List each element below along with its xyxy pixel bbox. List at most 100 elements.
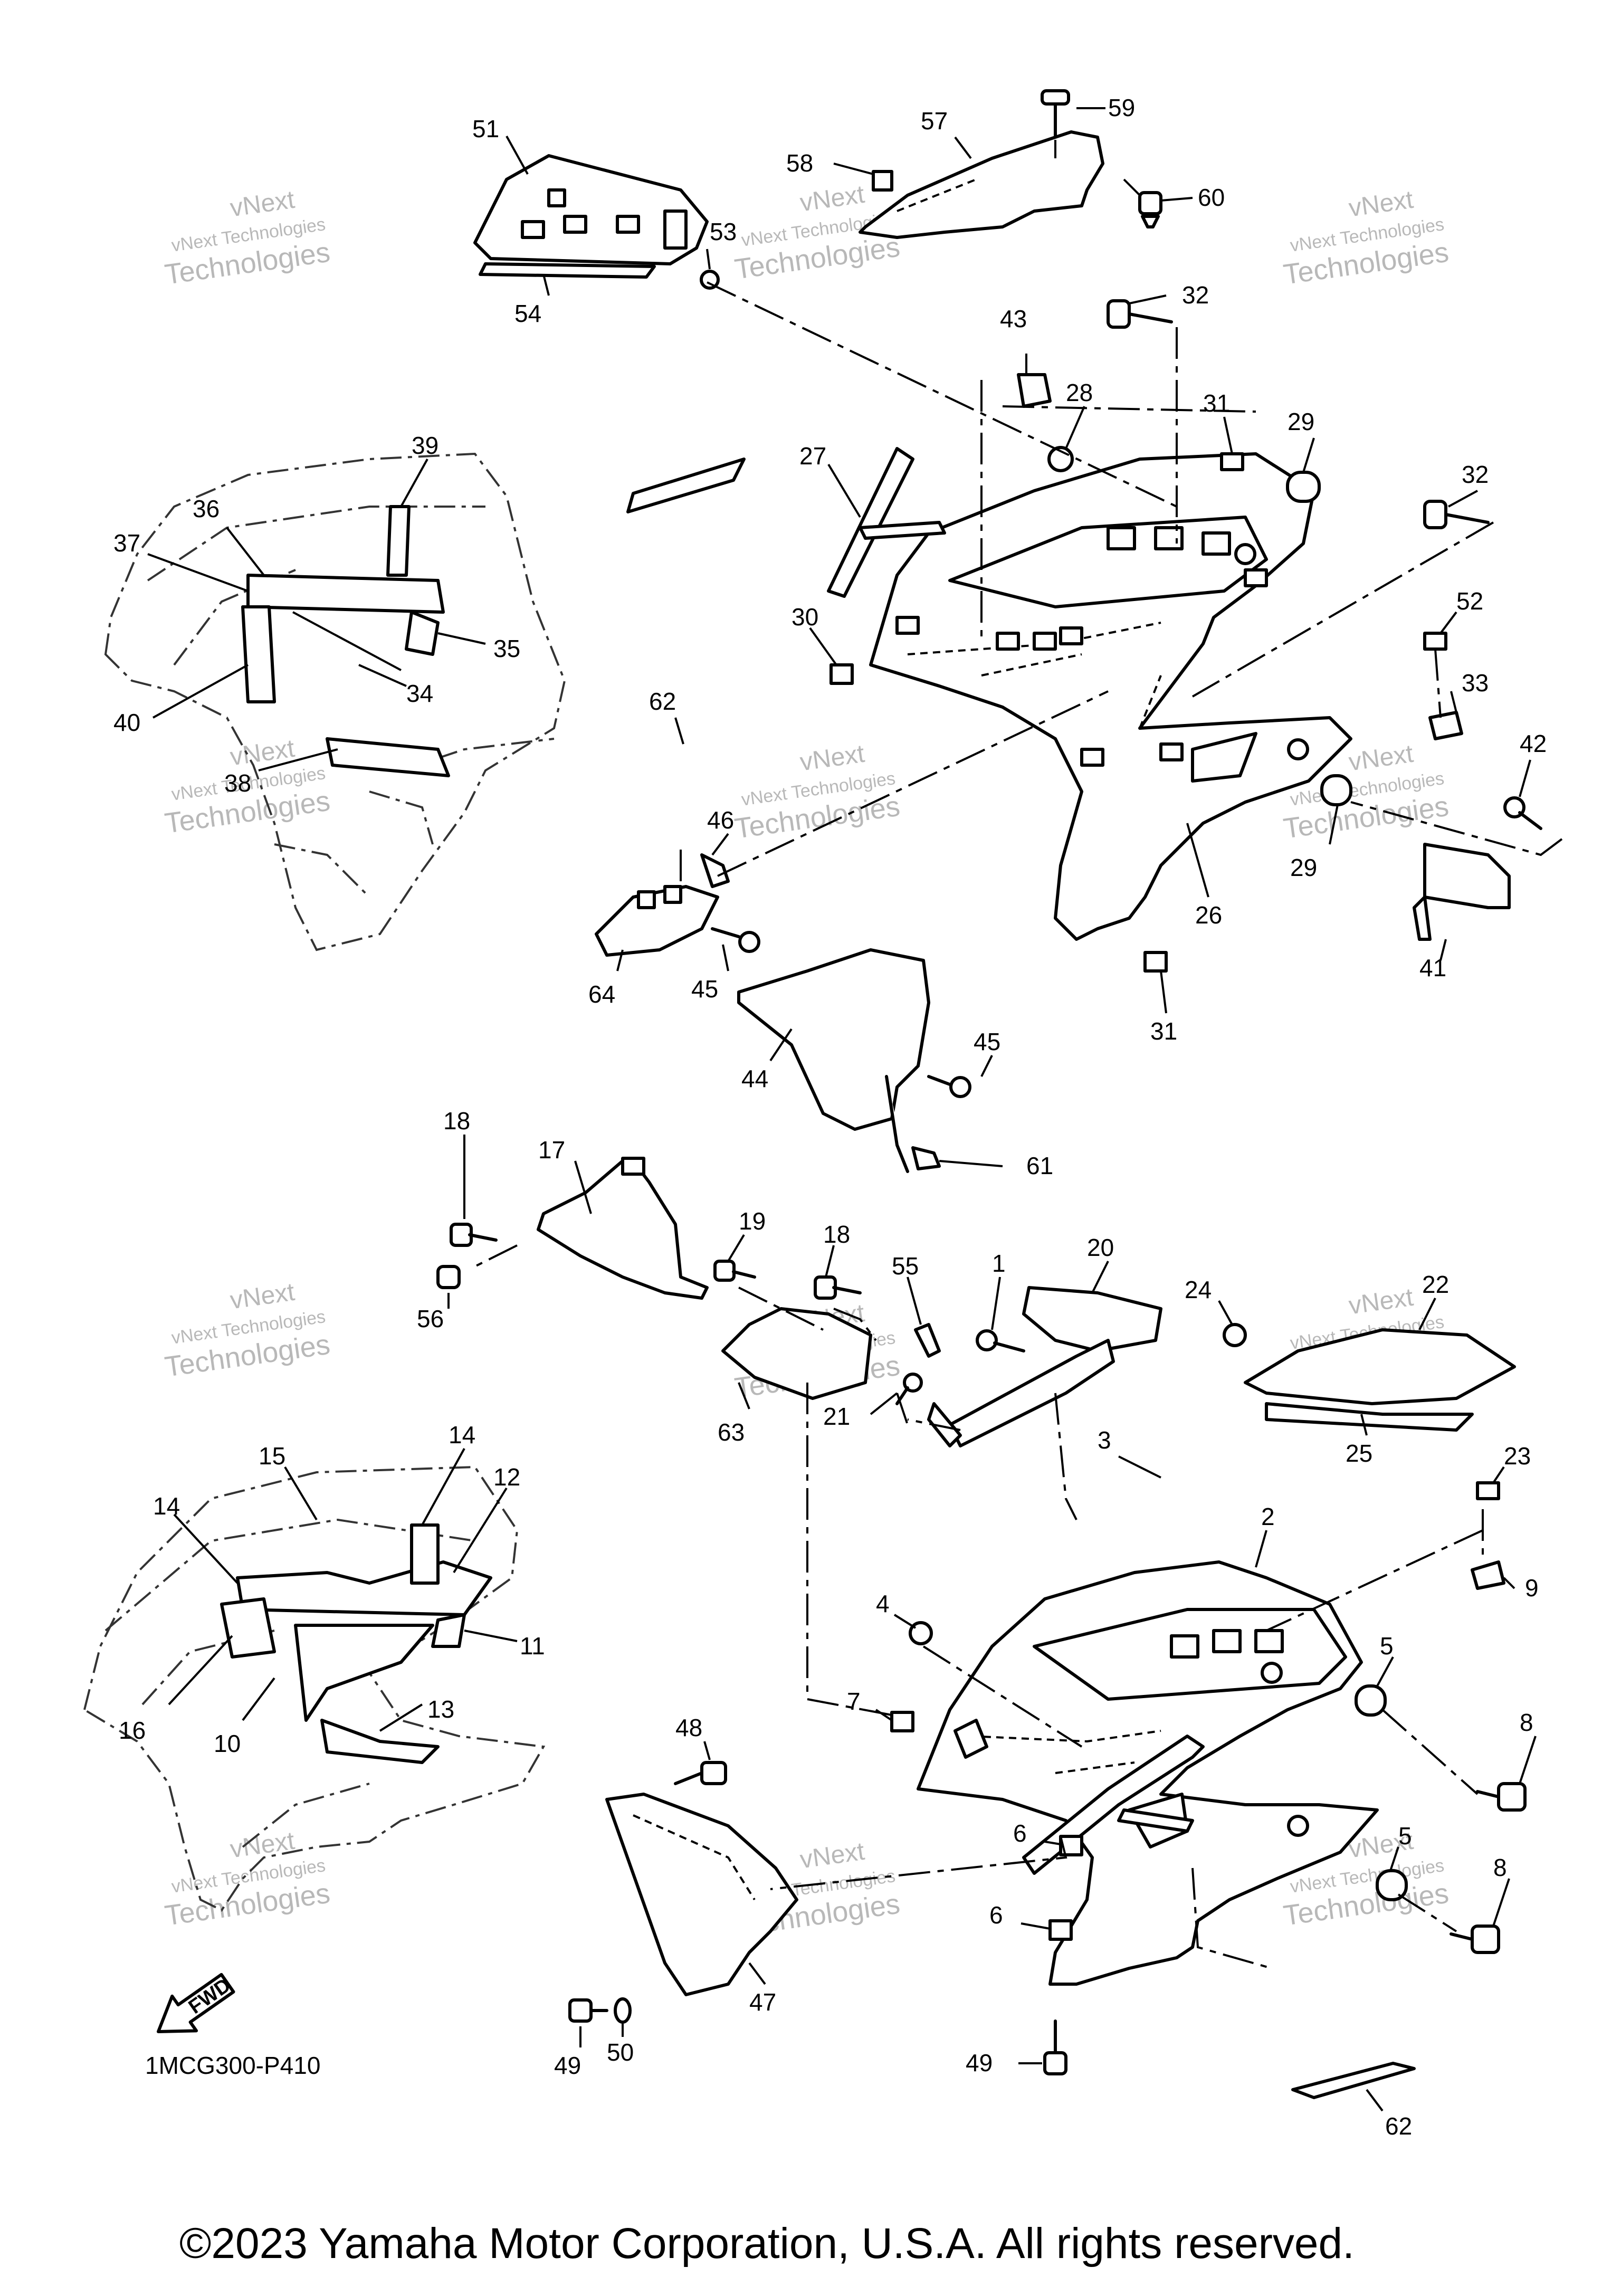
screw-46	[700, 853, 730, 888]
callout-29-bottom: 29	[1290, 854, 1317, 881]
callout-5-top: 5	[1380, 1632, 1394, 1660]
callout-35: 35	[493, 635, 520, 662]
fastener-33	[1428, 711, 1463, 740]
callout-11: 11	[520, 1632, 545, 1660]
callout-32-top: 32	[1182, 281, 1209, 309]
callouts: 51 53 54 57 58 59 60 32 43 28 31 29 32 2…	[113, 94, 1547, 2140]
callout-18-left: 18	[443, 1107, 470, 1135]
callout-40: 40	[113, 709, 140, 736]
callout-18-right: 18	[823, 1221, 850, 1248]
bracket-17	[537, 1157, 709, 1300]
callout-64: 64	[588, 980, 615, 1008]
bolt-8-top	[1476, 1782, 1527, 1812]
callout-28: 28	[1066, 379, 1093, 406]
clip-52	[1423, 632, 1447, 651]
callout-39: 39	[412, 432, 438, 459]
svg-text:vNext: vNext	[798, 180, 866, 217]
fastener-9	[1471, 1560, 1505, 1590]
bolt-32-right	[1423, 500, 1490, 529]
callout-56: 56	[417, 1305, 444, 1332]
panel-22-25	[1244, 1328, 1516, 1432]
screw-60	[1123, 178, 1162, 228]
bolt-18-right	[814, 1275, 862, 1300]
svg-text:vNext: vNext	[1347, 740, 1415, 777]
bolt-59	[1041, 89, 1070, 158]
svg-text:vNext: vNext	[228, 1278, 297, 1315]
callout-59: 59	[1108, 94, 1135, 121]
bracket-41	[1413, 843, 1511, 941]
callout-44: 44	[741, 1065, 768, 1092]
bolt-48	[674, 1761, 727, 1785]
copyright-notice: ©2023 Yamaha Motor Corporation, U.S.A. A…	[179, 2219, 1355, 2268]
callout-38: 38	[224, 769, 251, 797]
callout-42: 42	[1520, 730, 1547, 757]
watermark: vNext vNext Technologies Technologies	[1282, 186, 1451, 291]
duct-20	[927, 1286, 1162, 1447]
callout-47: 47	[749, 1988, 776, 2016]
main-cowling-26	[869, 452, 1352, 941]
callout-2: 2	[1261, 1503, 1275, 1530]
watermark: vNext vNext Technologies Technologies	[733, 740, 902, 845]
callout-15: 15	[259, 1442, 285, 1470]
grommet-5-top	[1355, 1684, 1387, 1717]
watermark: vNext vNext Technologies Technologies	[163, 186, 332, 291]
callout-14-left: 14	[153, 1492, 180, 1520]
clip-31-top	[1220, 452, 1244, 471]
callout-62-upper: 62	[649, 688, 676, 715]
callout-12: 12	[493, 1463, 520, 1491]
ghost-cowling-upper	[104, 452, 566, 951]
bolt-19	[713, 1260, 756, 1282]
callout-58: 58	[786, 149, 813, 177]
pads-10-16	[220, 1523, 492, 1764]
callout-54: 54	[514, 300, 541, 327]
strip-27	[827, 447, 946, 598]
callout-45-upper: 45	[691, 975, 718, 1003]
callout-49-right: 49	[966, 2049, 993, 2076]
callout-10: 10	[214, 1730, 241, 1757]
clip-23	[1476, 1481, 1500, 1500]
grommet-5-bottom	[1376, 1869, 1408, 1901]
watermark: vNext vNext Technologies Technologies	[163, 1278, 332, 1383]
callout-9: 9	[1525, 1574, 1539, 1602]
callout-13: 13	[427, 1695, 454, 1723]
clip-31-bottom	[1143, 951, 1168, 973]
callout-52: 52	[1456, 587, 1483, 615]
svg-text:vNext: vNext	[798, 740, 866, 777]
callout-50: 50	[607, 2038, 634, 2066]
clip-30	[829, 663, 854, 685]
diagram-code: 1MCG300-P410	[145, 2052, 320, 2079]
callout-49-left: 49	[554, 2052, 581, 2079]
callout-43: 43	[1000, 305, 1027, 332]
callout-63: 63	[718, 1418, 745, 1446]
callout-20: 20	[1087, 1234, 1114, 1261]
callout-34: 34	[406, 680, 433, 707]
callout-48: 48	[675, 1714, 702, 1741]
callout-25: 25	[1346, 1440, 1372, 1467]
callout-22: 22	[1422, 1271, 1449, 1298]
callout-19: 19	[739, 1207, 766, 1235]
grommet-29-bottom	[1320, 774, 1352, 806]
callout-36: 36	[193, 495, 220, 522]
callout-21: 21	[823, 1403, 850, 1430]
washer-50	[614, 1997, 632, 2024]
svg-text:vNext: vNext	[1347, 1283, 1415, 1320]
callout-41: 41	[1419, 954, 1446, 982]
callout-6-bottom: 6	[989, 1901, 1003, 1929]
callout-4: 4	[876, 1590, 890, 1617]
grommet-29-top	[1286, 471, 1321, 503]
callout-61: 61	[1026, 1152, 1053, 1179]
fastener-24	[1223, 1323, 1247, 1347]
callout-31-top: 31	[1203, 389, 1230, 417]
callout-6-top: 6	[1013, 1819, 1027, 1847]
light-64	[595, 885, 719, 957]
callout-8-bottom: 8	[1493, 1854, 1507, 1881]
clip-6-bottom	[1048, 1919, 1073, 1941]
bolt-1	[976, 1329, 1025, 1352]
bracket-63	[721, 1307, 872, 1400]
bolt-49-left	[568, 1998, 608, 2023]
screw-55	[914, 1323, 941, 1358]
callout-33: 33	[1462, 669, 1489, 697]
callout-32-right: 32	[1462, 461, 1489, 488]
callout-31-bottom: 31	[1150, 1017, 1177, 1045]
